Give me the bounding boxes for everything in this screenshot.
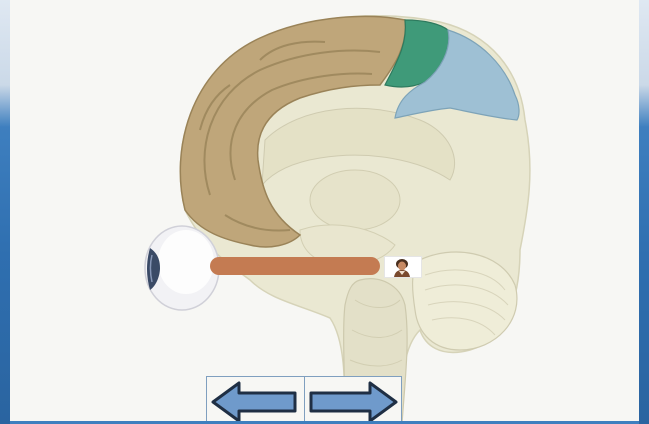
thalamus-shape [310,170,400,230]
next-button[interactable] [304,377,402,423]
eyeball-icon [145,226,219,310]
previous-button[interactable] [207,377,304,423]
cerebellum-shape [413,252,517,350]
arrow-left-icon [207,377,304,423]
slide-navigation [206,376,402,424]
arrow-right-icon [305,377,402,423]
optic-tract-bar [210,257,380,275]
person-portrait-icon[interactable] [384,256,422,278]
